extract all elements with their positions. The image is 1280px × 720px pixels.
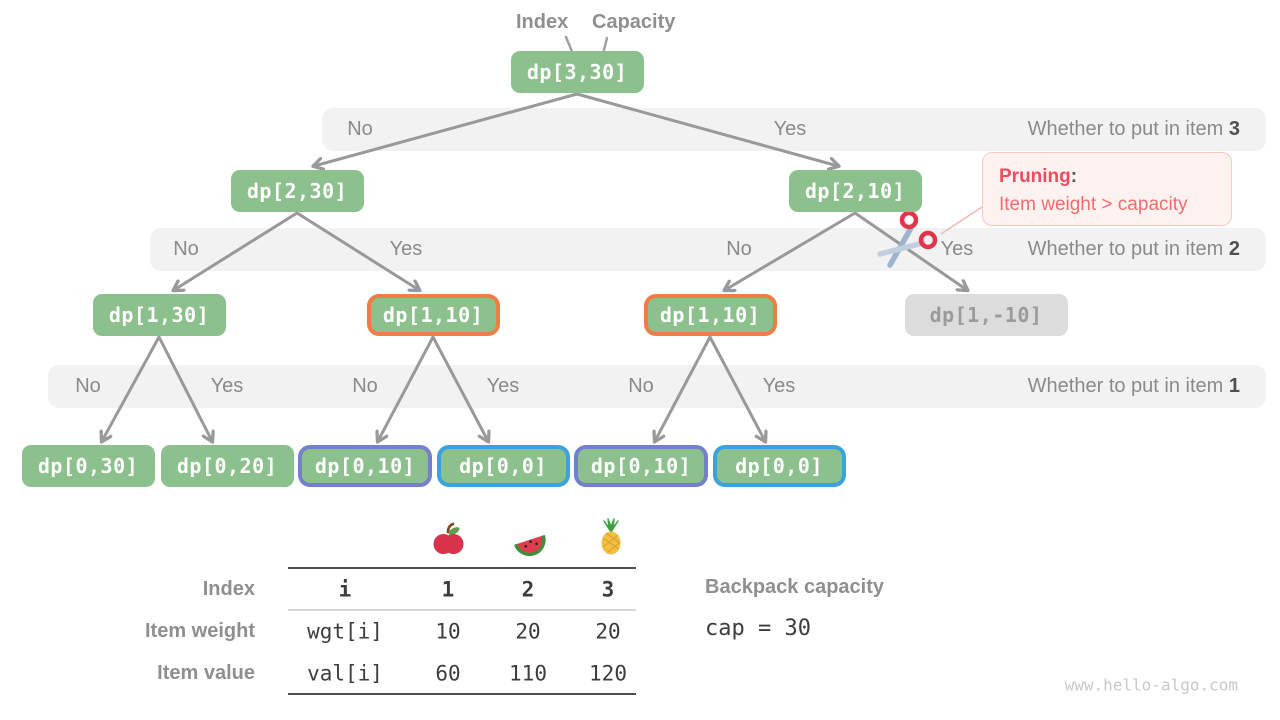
decision-band-item-1: No Yes No Yes No Yes Whether to put in item 1 xyxy=(48,365,1266,408)
tree-node-dp-3-30: dp[3,30] xyxy=(510,51,644,93)
index-pointer-label: Index xyxy=(516,11,569,33)
decision-band-item-3: No Yes Whether to put in item 3 xyxy=(322,108,1266,151)
watermelon-icon xyxy=(514,534,546,557)
branch-label-no: No xyxy=(75,374,101,397)
tree-node-dp-0-10-b: dp[0,10] xyxy=(574,445,708,487)
tree-node-dp-1-n10: dp[1,-10] xyxy=(904,294,1068,336)
row-label-value: Item value xyxy=(157,662,255,685)
backpack-capacity-code: cap = 30 xyxy=(705,616,811,641)
pineapple-icon xyxy=(601,518,621,555)
branch-label-no: No xyxy=(726,237,752,260)
branch-label-no: No xyxy=(347,117,373,140)
cell-value-code: val[i] xyxy=(307,661,383,686)
decision-band-item-2: No Yes No Yes Whether to put in item 2 xyxy=(150,228,1266,271)
tree-node-dp-0-10-a: dp[0,10] xyxy=(298,445,432,487)
band-question: Whether to put in item 3 xyxy=(1027,117,1240,140)
branch-label-yes: Yes xyxy=(389,237,423,260)
apple-icon xyxy=(433,522,464,554)
cell-weight-2: 20 xyxy=(515,619,541,644)
branch-label-yes: Yes xyxy=(940,237,974,260)
branch-label-yes: Yes xyxy=(773,117,807,140)
pruning-callout: Pruning: Item weight > capacity xyxy=(982,152,1232,226)
cell-index-code: i xyxy=(338,577,352,602)
row-label-weight: Item weight xyxy=(144,620,255,643)
pruning-body: Item weight > capacity xyxy=(999,193,1188,215)
cell-weight-1: 10 xyxy=(435,619,461,644)
backpack-capacity-label: Backpack capacity xyxy=(705,576,885,599)
tree-node-dp-0-20: dp[0,20] xyxy=(160,445,294,487)
cell-index-1: 1 xyxy=(441,577,455,602)
capacity-pointer-label: Capacity xyxy=(592,11,676,33)
cell-value-1: 60 xyxy=(435,661,461,686)
tree-node-dp-0-0-a: dp[0,0] xyxy=(436,445,570,487)
row-label-index: Index xyxy=(202,578,255,601)
cell-value-2: 110 xyxy=(509,661,547,686)
branch-label-no: No xyxy=(628,374,654,397)
cell-value-3: 120 xyxy=(589,661,627,686)
tree-node-dp-1-10-b: dp[1,10] xyxy=(643,294,777,336)
tree-node-dp-0-0-b: dp[0,0] xyxy=(712,445,846,487)
tree-node-dp-1-10-a: dp[1,10] xyxy=(366,294,500,336)
cell-weight-3: 20 xyxy=(595,619,621,644)
band-question: Whether to put in item 2 xyxy=(1027,237,1240,260)
cell-weight-code: wgt[i] xyxy=(307,619,383,644)
tree-node-dp-2-10: dp[2,10] xyxy=(788,170,922,212)
branch-label-no: No xyxy=(173,237,199,260)
pruning-title: Pruning xyxy=(999,166,1071,187)
cell-index-3: 3 xyxy=(601,577,615,602)
band-question: Whether to put in item 1 xyxy=(1027,374,1240,397)
branch-label-no: No xyxy=(352,374,378,397)
branch-label-yes: Yes xyxy=(486,374,520,397)
tree-node-dp-0-30: dp[0,30] xyxy=(21,445,155,487)
branch-label-yes: Yes xyxy=(762,374,796,397)
watermark: www.hello-algo.com xyxy=(1064,675,1238,695)
tree-node-dp-2-30: dp[2,30] xyxy=(230,170,364,212)
cell-index-2: 2 xyxy=(521,577,535,602)
tree-node-dp-1-30: dp[1,30] xyxy=(92,294,226,336)
branch-label-yes: Yes xyxy=(210,374,244,397)
